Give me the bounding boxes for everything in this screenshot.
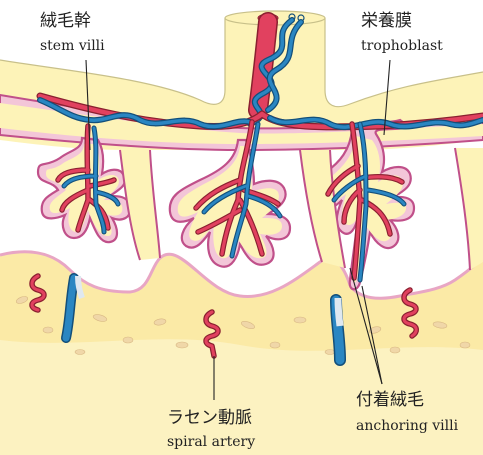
label-stem-villi-en: stem villi	[40, 38, 105, 54]
label-trophoblast-en: trophoblast	[361, 38, 443, 54]
label-spiral-artery-ja: ラセン動脈	[167, 408, 252, 428]
label-stem-villi: 絨毛幹 stem villi	[40, 10, 105, 54]
label-trophoblast: 栄養膜 trophoblast	[361, 11, 443, 54]
label-spiral-artery-en: spiral artery	[167, 434, 255, 450]
label-anchoring-villi-en: anchoring villi	[356, 418, 459, 434]
label-anchoring-villi-ja: 付着絨毛	[356, 390, 424, 410]
label-trophoblast-ja: 栄養膜	[361, 11, 412, 31]
label-stem-villi-ja: 絨毛幹	[40, 10, 91, 31]
